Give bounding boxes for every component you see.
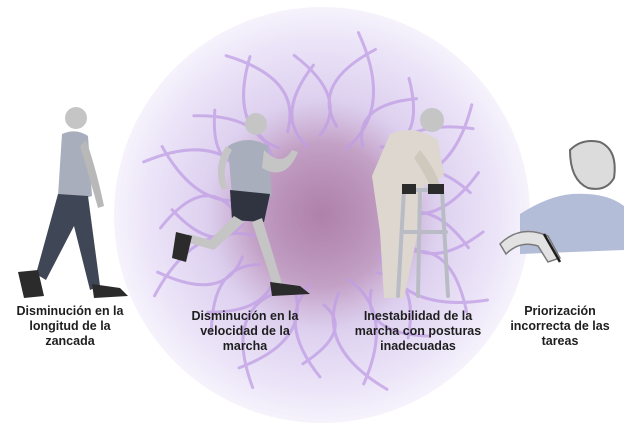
caption-gait-instability: Inestabilidad de la marcha con posturas … [338, 309, 498, 354]
caption-gait-speed: Disminución en la velocidad de la marcha [170, 309, 320, 354]
caption-stride-length: Disminución en la longitud de la zancada [6, 304, 134, 349]
caption-task-prioritization: Priorización incorrecta de las tareas [500, 304, 620, 349]
